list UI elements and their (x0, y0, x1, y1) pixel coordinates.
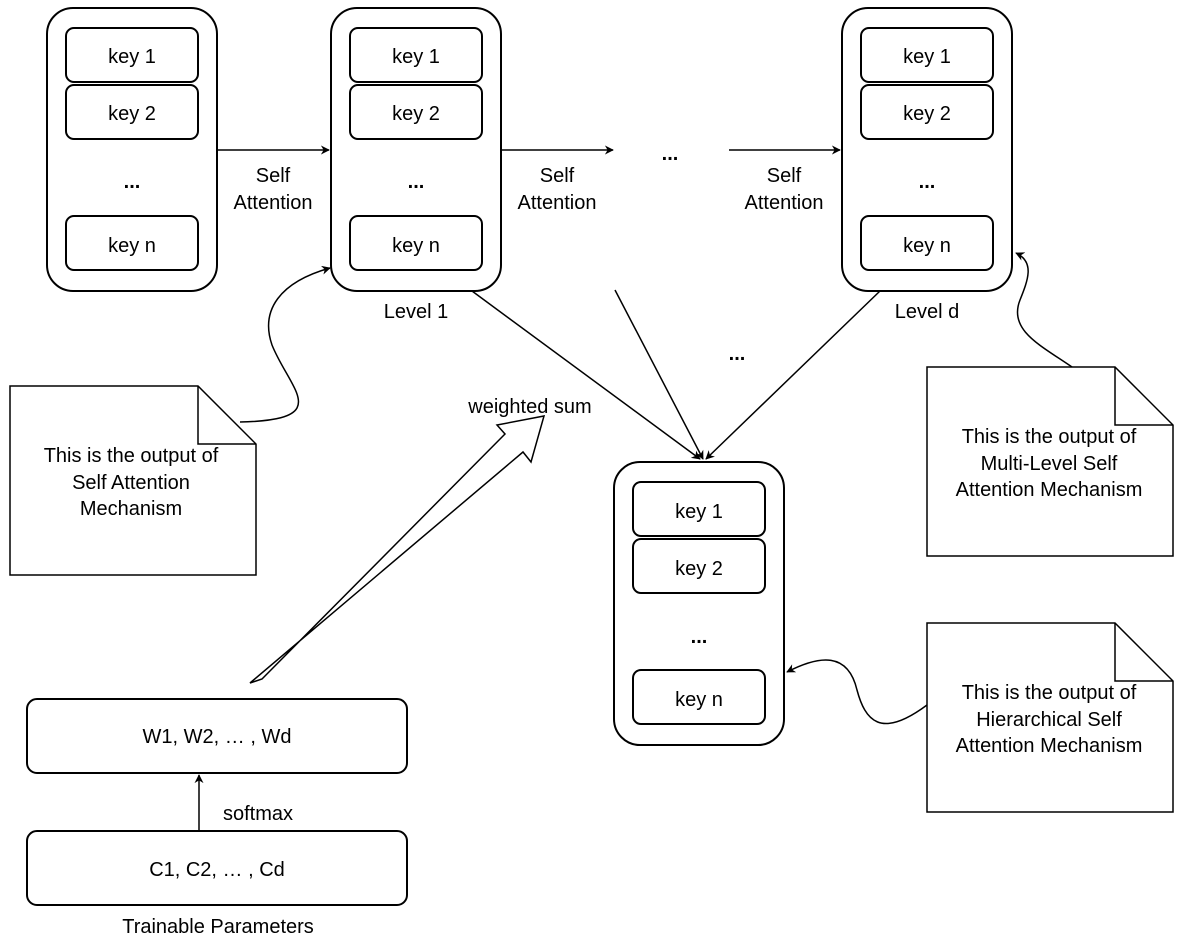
key-label: key n (392, 235, 440, 257)
key-box (860, 27, 994, 83)
weights-box (26, 698, 408, 774)
params-label: C1, C2, … , Cd (149, 859, 285, 881)
key-ellipsis: ... (408, 171, 425, 193)
note-text-line: This is the output of (44, 445, 219, 467)
key-label: key 1 (108, 46, 156, 68)
note-shape (9, 385, 257, 576)
key-box (632, 481, 766, 537)
weights-block: W1, W2, … , Wd (26, 698, 408, 774)
key-box (65, 84, 199, 140)
note-text-line: Attention Mechanism (956, 735, 1143, 757)
key-label: key 2 (903, 103, 951, 125)
note-fold (197, 386, 256, 445)
arrow-mid-to-output (614, 289, 704, 460)
ellipsis-top: ... (662, 143, 679, 165)
key-ellipsis: ... (124, 171, 141, 193)
note-text-line: This is the output of (962, 426, 1137, 448)
key-ellipsis: ... (919, 171, 936, 193)
key-label: key 1 (675, 501, 723, 523)
ellipsis-mid: ... (729, 343, 746, 365)
key-column-level-1: key 1 key 2 ... key n Level 1 (330, 7, 502, 323)
self-attention-label-line1: Self (767, 165, 802, 187)
key-ellipsis: ... (691, 626, 708, 648)
note-connector (239, 265, 331, 423)
level-d-label: Level d (895, 301, 960, 323)
key-box (632, 669, 766, 725)
note-text-line: This is the output of (962, 682, 1137, 704)
key-label: key 2 (392, 103, 440, 125)
note-shape (926, 366, 1174, 557)
note-text-line: Attention Mechanism (956, 479, 1143, 501)
key-box (349, 84, 483, 140)
note-connector (786, 659, 928, 725)
self-attention-arrows: Self Attention Self Attention ... Self A… (217, 143, 841, 214)
key-label: key 1 (903, 46, 951, 68)
key-box (860, 84, 994, 140)
arrow-level-d-to-output (705, 290, 881, 460)
self-attention-label-line2: Attention (745, 192, 824, 214)
hollow-arrow (249, 415, 546, 684)
key-column-output: key 1 key 2 ... key n (613, 461, 785, 746)
params-block: C1, C2, … , Cd Trainable Parameters (26, 830, 408, 938)
weighted-sum-block-arrow: weighted sum (249, 396, 592, 684)
note-fold (1114, 367, 1173, 426)
params-box (26, 830, 408, 906)
weights-label: W1, W2, … , Wd (143, 726, 292, 748)
note-text-line: Mechanism (80, 498, 182, 520)
key-label: key 2 (108, 103, 156, 125)
key-box (632, 538, 766, 594)
key-box (65, 27, 199, 83)
key-label: key n (675, 689, 723, 711)
weighted-sum-label: weighted sum (467, 396, 591, 418)
key-box (860, 215, 994, 271)
key-label: key n (108, 235, 156, 257)
key-label: key 1 (392, 46, 440, 68)
note-text-line: Self Attention (72, 472, 190, 494)
weighted-sum-arrows: ... (471, 289, 881, 460)
key-label: key n (903, 235, 951, 257)
key-box (349, 215, 483, 271)
key-column-level-d: key 1 key 2 ... key n Level d (841, 7, 1013, 323)
note-text-line: Hierarchical Self (976, 709, 1122, 731)
note-connector (1015, 252, 1073, 368)
softmax-label: softmax (223, 803, 293, 825)
level-1-label: Level 1 (384, 301, 449, 323)
note-shape (926, 622, 1174, 813)
note-text-line: Multi-Level Self (981, 453, 1118, 475)
self-attention-label-line2: Attention (518, 192, 597, 214)
note-multi-level: This is the output of Multi-Level Self A… (926, 252, 1174, 557)
arrow-level-1-to-output (471, 290, 701, 460)
key-label: key 2 (675, 558, 723, 580)
self-attention-label-line1: Self (256, 165, 291, 187)
self-attention-label-line2: Attention (234, 192, 313, 214)
key-column-first: key 1 key 2 ... key n (46, 7, 218, 292)
params-caption: Trainable Parameters (122, 916, 314, 938)
key-box (65, 215, 199, 271)
key-box (349, 27, 483, 83)
note-fold (1114, 623, 1173, 682)
self-attention-label-line1: Self (540, 165, 575, 187)
note-hierarchical: This is the output of Hierarchical Self … (786, 622, 1174, 813)
note-self-attention: This is the output of Self Attention Mec… (9, 265, 331, 576)
